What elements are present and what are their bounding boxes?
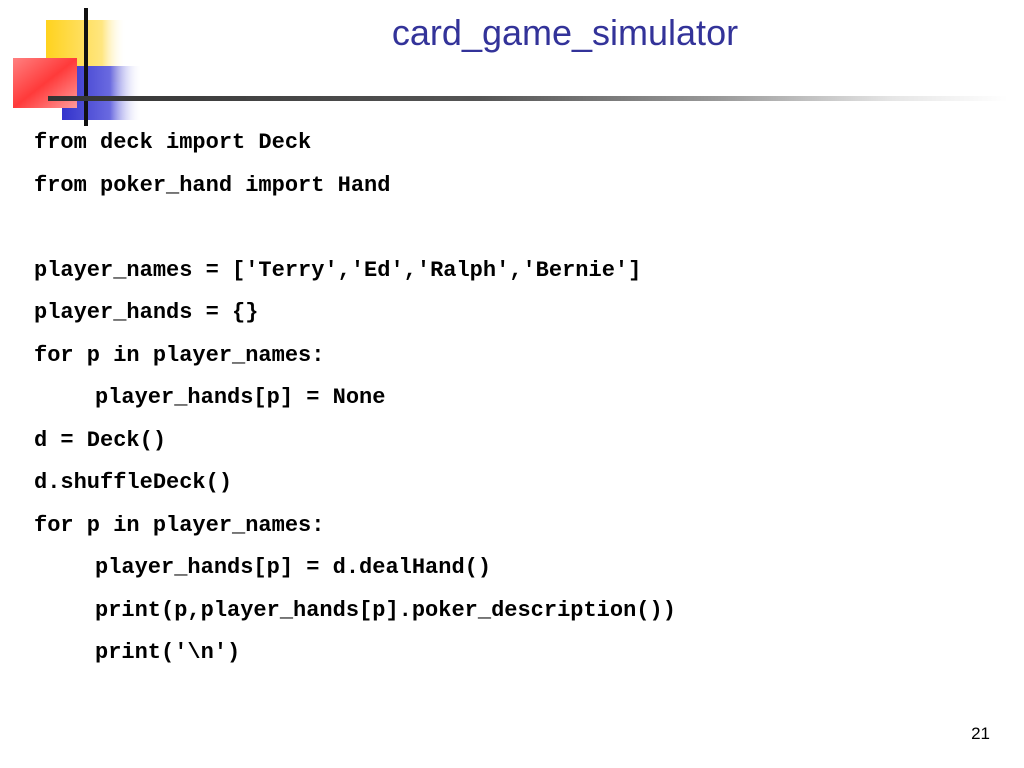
slide-logo-squares xyxy=(0,0,150,130)
code-line: player_hands = {} xyxy=(34,300,259,325)
code-line: d.shuffleDeck() xyxy=(34,470,233,495)
code-line: print('\n') xyxy=(95,640,241,665)
code-block: from deck import Deck from poker_hand im… xyxy=(34,122,994,675)
slide-title: card_game_simulator xyxy=(391,12,739,53)
code-line-blank xyxy=(34,207,994,250)
code-line: for p in player_names: xyxy=(34,512,325,538)
code-line: for p in player_names: xyxy=(34,342,325,368)
logo-vertical-bar xyxy=(84,8,88,126)
code-line: d = Deck() xyxy=(34,427,167,453)
code-line: player_hands[p] = None xyxy=(95,385,386,410)
page-number: 21 xyxy=(971,724,990,743)
code-line: player_names = ['Terry','Ed','Ralph','Be… xyxy=(34,257,642,283)
code-line: print(p,player_hands[p].poker_descriptio… xyxy=(95,597,676,623)
code-line: from deck import Deck xyxy=(34,130,312,155)
title-divider xyxy=(48,96,1008,101)
squares-logo-icon xyxy=(13,8,150,126)
code-line: player_hands[p] = d.dealHand() xyxy=(95,555,492,580)
code-line: from poker_hand import Hand xyxy=(34,172,391,198)
